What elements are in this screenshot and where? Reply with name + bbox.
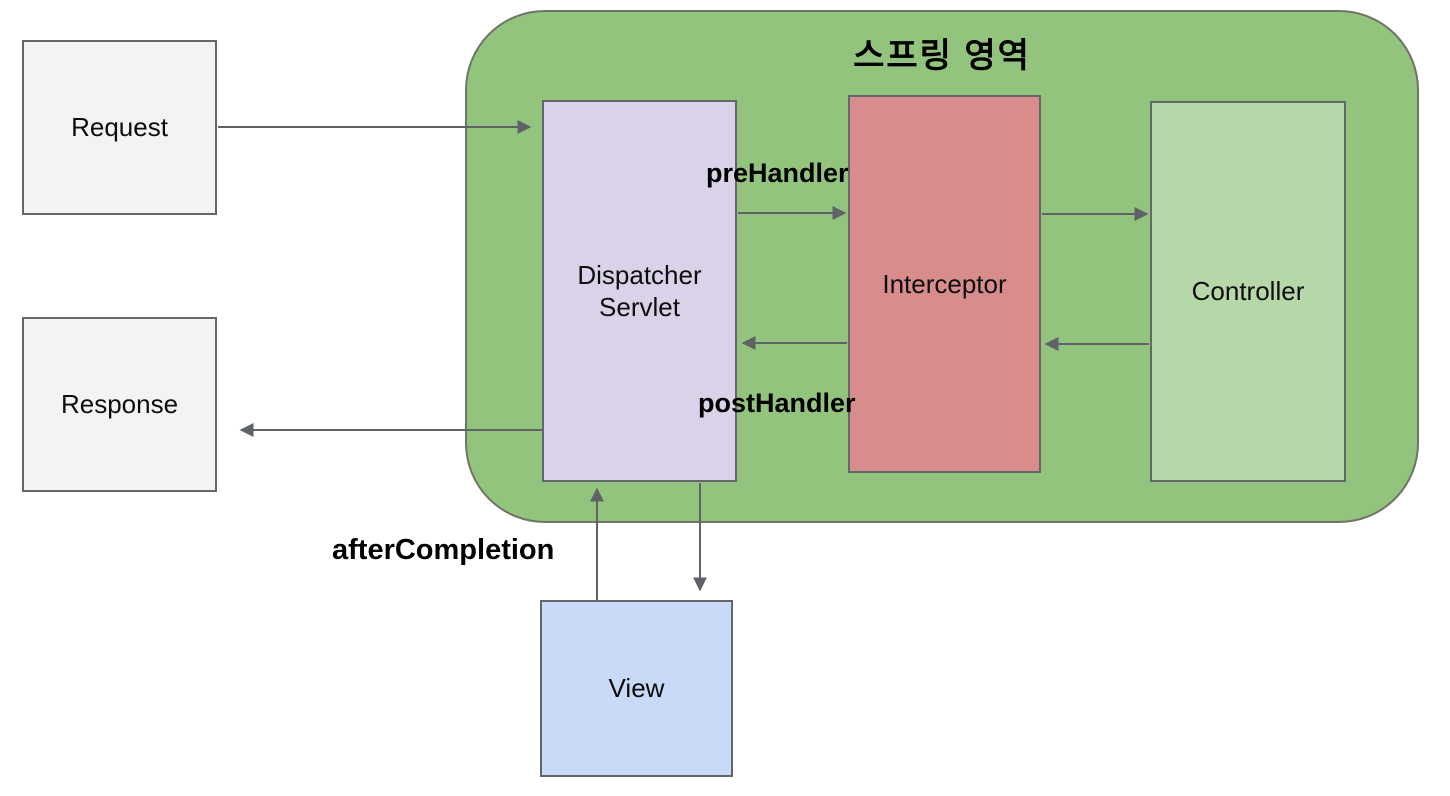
node-dispatcher-servlet: Dispatcher Servlet: [542, 100, 737, 482]
node-response-label: Response: [60, 389, 179, 420]
node-controller-label: Controller: [1191, 276, 1305, 307]
edge-label-prehandler: preHandler: [706, 158, 849, 188]
node-request: Request: [22, 40, 217, 215]
edge-label-aftercompletion: afterCompletion: [332, 534, 555, 566]
node-interceptor-label: Interceptor: [882, 268, 1007, 299]
node-controller: Controller: [1150, 101, 1346, 482]
node-interceptor: Interceptor: [848, 95, 1041, 473]
edge-label-posthandler: postHandler: [698, 388, 856, 418]
node-dispatcher-servlet-label: Dispatcher Servlet: [577, 259, 702, 323]
spring-region-title: 스프링 영역: [853, 37, 1031, 75]
node-request-label: Request: [71, 112, 168, 143]
node-response: Response: [22, 317, 217, 492]
node-view-label: View: [608, 673, 665, 704]
node-view: View: [540, 600, 733, 777]
